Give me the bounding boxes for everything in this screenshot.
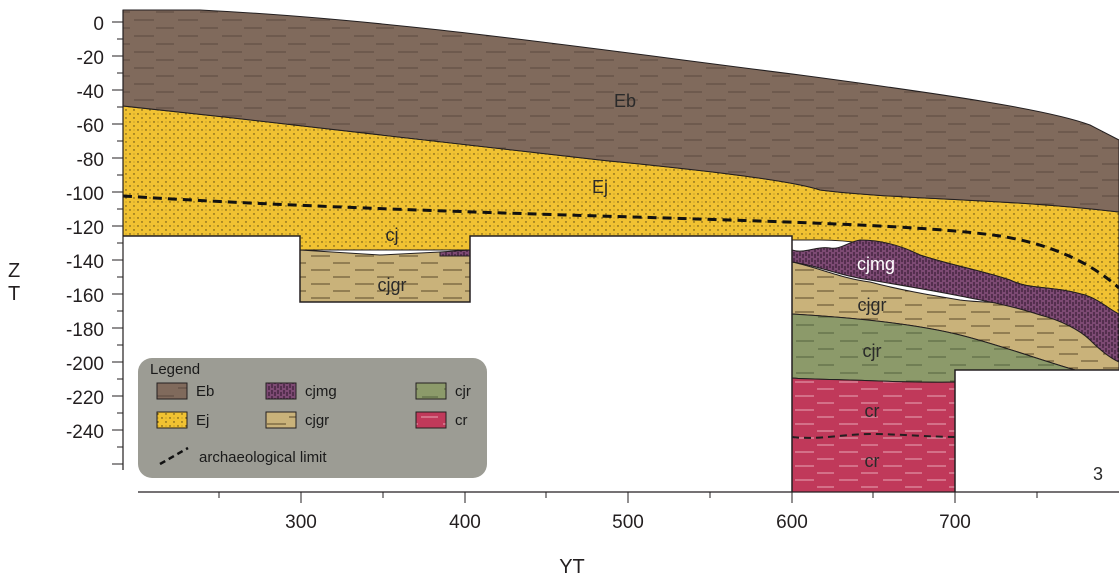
label-ej: Ej <box>592 177 608 197</box>
legend-title: Legend <box>150 361 200 378</box>
label-cjgr-left: cjgr <box>377 275 406 295</box>
x-axis-ticks <box>218 492 1038 503</box>
unit-cjmg-area <box>791 239 1119 363</box>
legend-box <box>138 358 487 478</box>
y-tick-label: -160 <box>66 286 104 307</box>
legend-label-cjr: cjr <box>455 383 471 400</box>
y-tick-label: -220 <box>66 388 104 409</box>
label-cjmg: cjmg <box>857 254 895 274</box>
label-eb: Eb <box>614 91 636 111</box>
y-tick-label: -180 <box>66 320 104 341</box>
legend-swatch-eb <box>156 382 188 400</box>
legend-swatch-cjmg <box>265 382 297 400</box>
x-tick-label: 400 <box>449 512 481 533</box>
legend-label-cjmg: cjmg <box>305 383 337 400</box>
excavation-outline <box>123 235 793 492</box>
y-tick-label: -80 <box>77 150 104 171</box>
legend-label-ej: Ej <box>196 412 209 429</box>
x-axis-title: YT <box>559 556 585 578</box>
cr-internal-boundary <box>791 432 956 439</box>
x-tick-label: 700 <box>939 512 971 533</box>
label-cjgr-right: cjgr <box>857 295 886 315</box>
label-cj: cj <box>386 225 399 245</box>
y-tick-label: -240 <box>66 422 104 443</box>
x-tick-label: 600 <box>776 512 808 533</box>
x-axis-tick-labels: 300 400 500 600 700 <box>285 512 971 533</box>
y-tick-label: -20 <box>77 48 104 69</box>
x-tick-label: 500 <box>612 512 644 533</box>
y-axis-title-t: T <box>8 283 20 305</box>
legend: Legend Eb Ej cjmg cjgr cjr cr archaeolog… <box>138 358 487 478</box>
archaeological-limit-line <box>122 194 1119 290</box>
legend-label-cr: cr <box>455 412 468 429</box>
legend-swatch-cjr <box>415 382 447 400</box>
y-tick-label: -60 <box>77 116 104 137</box>
y-tick-label: 0 <box>93 14 104 35</box>
y-tick-label: -200 <box>66 354 104 375</box>
legend-swatch-cjgr <box>265 411 297 429</box>
label-cjr: cjr <box>863 341 882 361</box>
unit-eb-area <box>122 9 1119 213</box>
unit-cr-area <box>791 377 956 493</box>
legend-limit-swatch <box>159 446 189 466</box>
y-tick-label: -120 <box>66 218 104 239</box>
legend-swatch-ej <box>156 411 188 429</box>
y-tick-label: -140 <box>66 252 104 273</box>
y-tick-label: -100 <box>66 184 104 205</box>
section-number: 3 <box>1093 464 1103 484</box>
legend-swatch-cr <box>415 411 447 429</box>
y-axis-tick-labels: 0 -20 -40 -60 -80 -100 -120 -140 -160 -1… <box>66 14 104 443</box>
y-tick-label: -40 <box>77 82 104 103</box>
label-cr-lower: cr <box>865 451 880 471</box>
label-cr-upper: cr <box>865 401 880 421</box>
x-tick-label: 300 <box>285 512 317 533</box>
legend-label-eb: Eb <box>196 383 214 400</box>
unit-cjmg-left-sliver <box>439 249 471 257</box>
excavation-outline-right <box>954 369 1119 492</box>
y-axis-title-z: Z <box>8 260 20 282</box>
y-axis-ticks <box>112 21 123 465</box>
legend-label-cjgr: cjgr <box>305 412 329 429</box>
legend-label-archaeological-limit: archaeological limit <box>199 449 327 466</box>
